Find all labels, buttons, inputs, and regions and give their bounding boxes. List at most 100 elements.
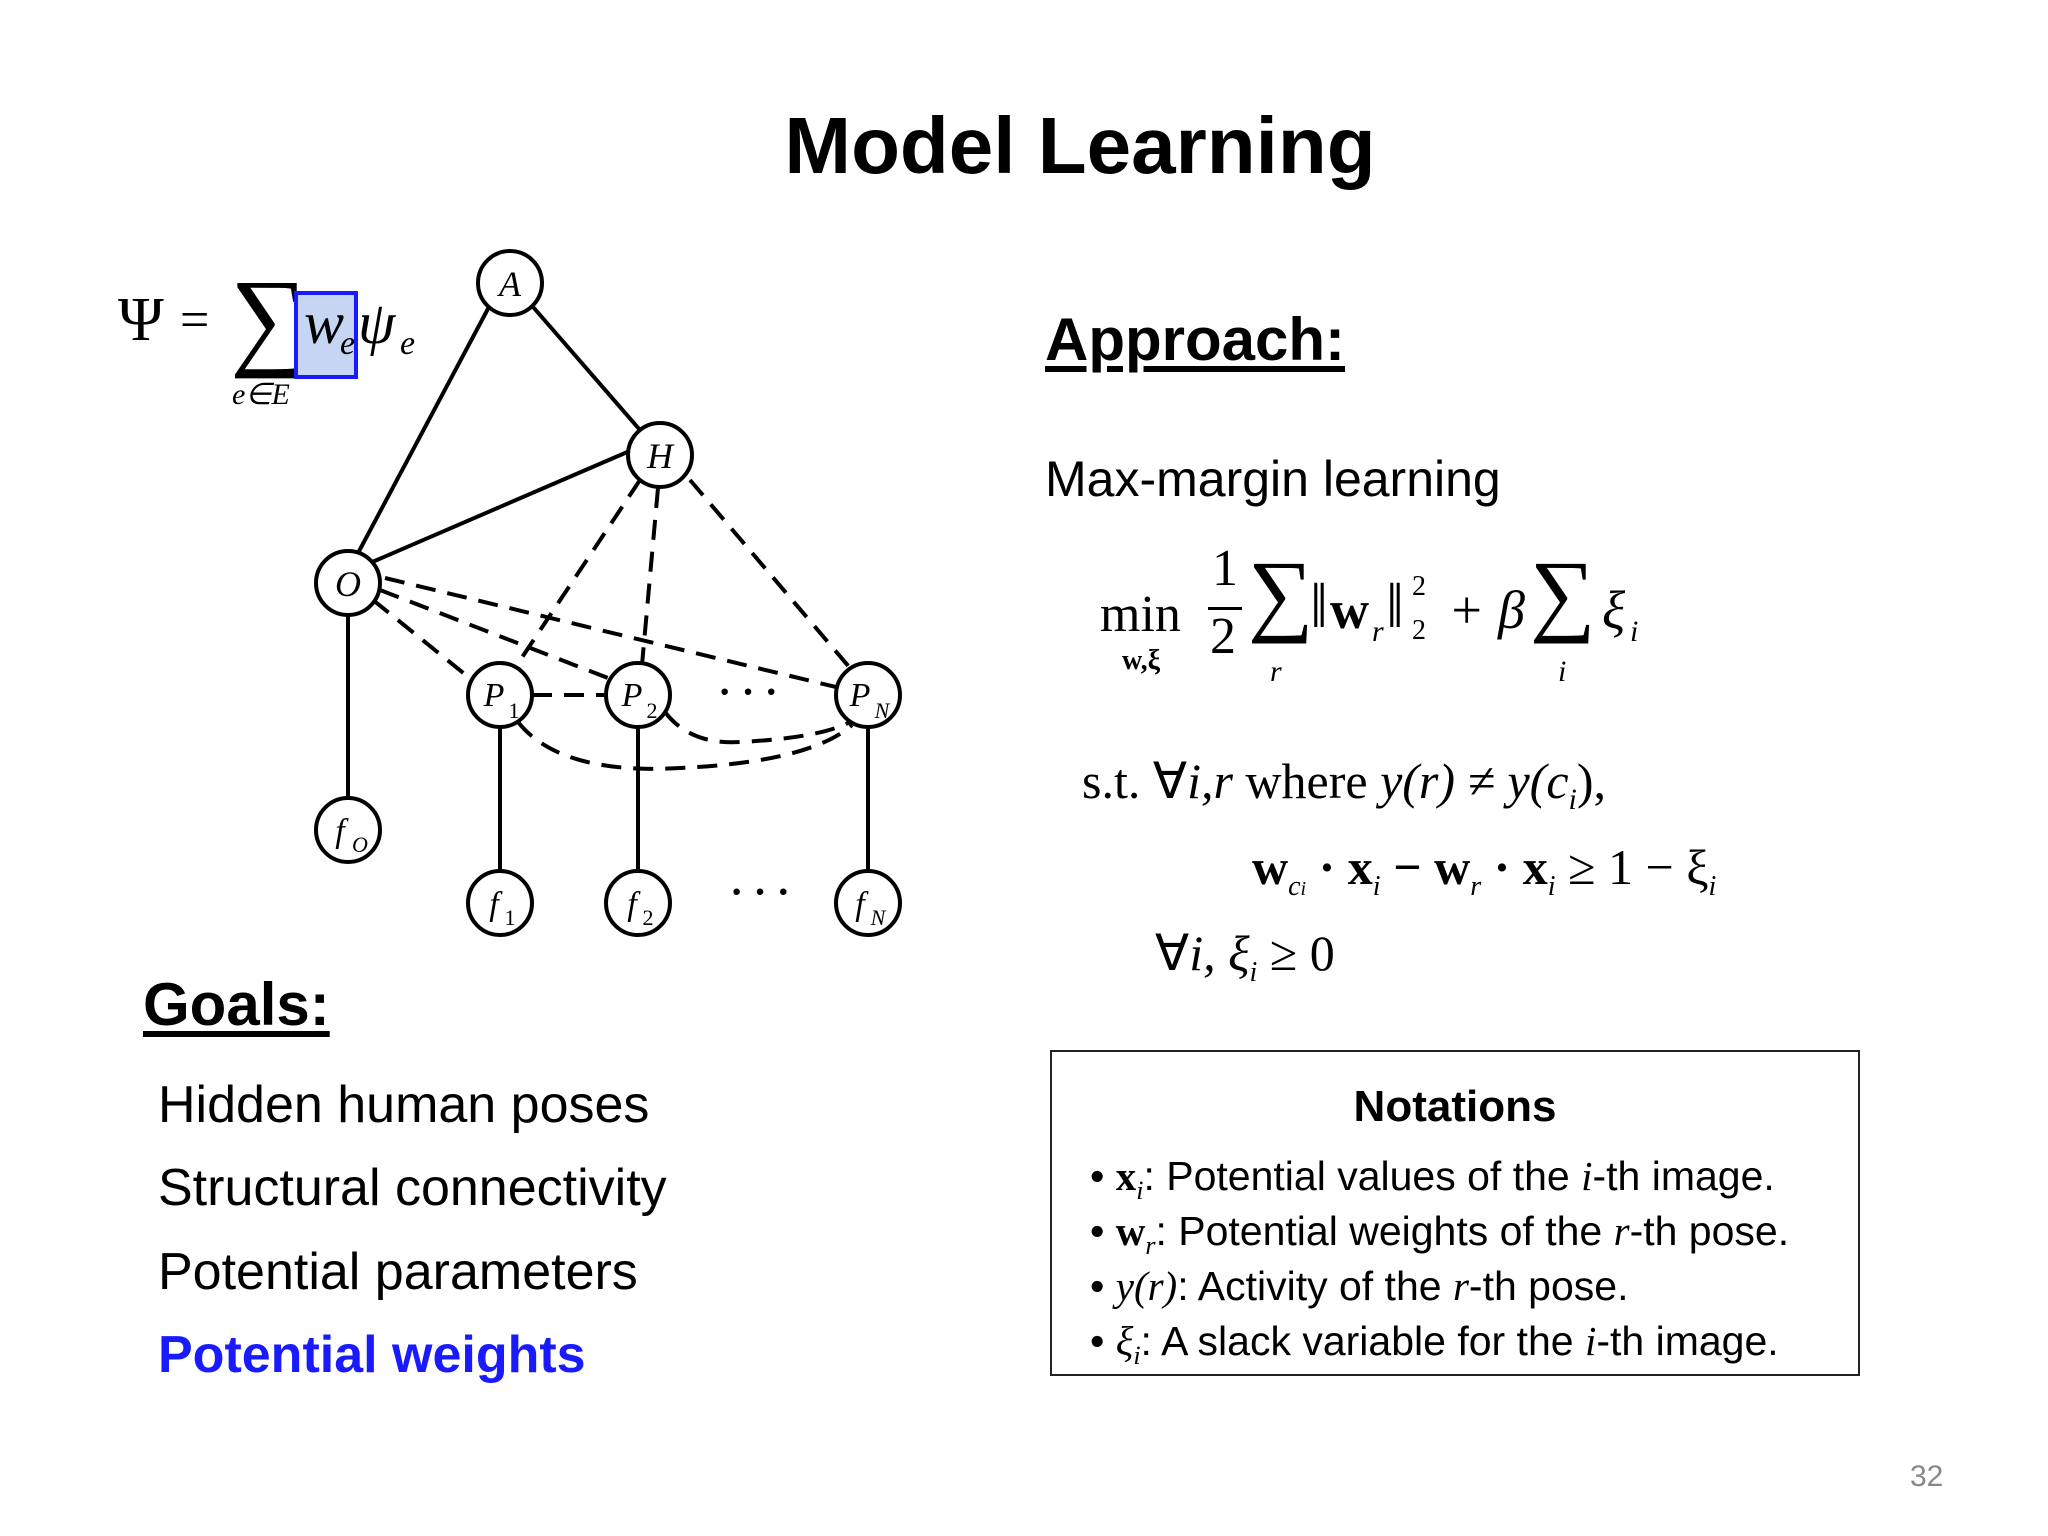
node-f2-circle xyxy=(604,869,672,937)
psi-small: ψ xyxy=(358,290,396,356)
weight-w: w xyxy=(304,290,345,356)
norm-w-sub: r xyxy=(1372,615,1384,648)
objective-formula: min w,ξ 1 2 ∑ r ‖ w r ‖ 2 2 + β ∑ i ξ i xyxy=(1100,540,1660,705)
graphical-model-diagram: A H O P 1 P 2 P N f O f 1 f 2 f N · · · … xyxy=(314,249,902,937)
potential-formula: Ψ = ∑ w e ψ e e∈E xyxy=(118,263,438,415)
node-P1-sub: 1 xyxy=(509,698,520,723)
notation-sub: i xyxy=(1136,1176,1144,1206)
c2-w1-subsub: i xyxy=(1300,878,1307,900)
notation-end: -th pose. xyxy=(1629,1208,1790,1254)
node-fO-circle xyxy=(314,796,382,864)
edge-H-P2-dashed xyxy=(640,487,660,666)
constraint-1: s.t. ∀i,r where y(r) ≠ y(ci), xyxy=(1082,752,1606,817)
node-P2-circle xyxy=(604,661,672,729)
edge-O-PN-dashed xyxy=(384,576,841,690)
xi-symbol: ξ xyxy=(1602,580,1626,640)
equals-sign: = xyxy=(180,292,210,349)
c2-dot-x1: · x xyxy=(1306,839,1373,895)
norm-open: ‖ xyxy=(1310,570,1328,641)
weight-w-sub: e xyxy=(340,325,356,362)
notation-end: -th pose. xyxy=(1468,1263,1629,1309)
node-P1-label: P xyxy=(483,677,505,714)
c3-i-xi: i, ξ xyxy=(1189,925,1250,981)
node-A-label: A xyxy=(497,264,522,304)
node-O-label: O xyxy=(335,564,361,604)
c3-forall: ∀ xyxy=(1155,925,1190,981)
min-operator: min xyxy=(1100,586,1181,643)
bullet: • xyxy=(1090,1263,1116,1309)
norm-w: w xyxy=(1330,580,1369,640)
ellipsis-f: · · · xyxy=(730,869,790,914)
ellipsis-P: · · · xyxy=(718,669,778,714)
c2-minus-w2: − w xyxy=(1380,839,1471,895)
norm-superscript: 2 xyxy=(1412,571,1426,602)
notation-var: r xyxy=(1452,1263,1469,1309)
c2-rhs: ≥ 1 − ξ xyxy=(1555,839,1709,895)
constraint-1-end: ), xyxy=(1576,753,1607,809)
node-fO-sub: O xyxy=(352,832,368,857)
node-f1-circle xyxy=(466,869,534,937)
node-fN-sub: N xyxy=(870,905,887,930)
node-P2-sub: 2 xyxy=(647,698,658,723)
goal-item-4-highlighted: Potential weights xyxy=(158,1326,586,1384)
fraction-numerator: 1 xyxy=(1212,540,1238,597)
c3-rhs: ≥ 0 xyxy=(1257,925,1335,981)
edge-A-H xyxy=(525,298,642,432)
goal-item-3: Potential parameters xyxy=(158,1243,638,1301)
sum-subscript: e∈E xyxy=(232,378,290,411)
notation-text: : Potential values of the xyxy=(1143,1153,1582,1199)
node-P2-label: P xyxy=(621,677,643,714)
goal-item-2: Structural connectivity xyxy=(158,1159,667,1217)
goal-item-1: Hidden human poses xyxy=(158,1076,650,1134)
approach-method: Max-margin learning xyxy=(1045,451,1501,507)
norm-subscript: 2 xyxy=(1412,615,1426,646)
xi-subscript: i xyxy=(1630,615,1639,648)
node-f2-sub: 2 xyxy=(643,905,654,930)
edge-H-P1-dashed xyxy=(513,478,642,670)
node-PN-circle xyxy=(834,661,902,729)
notation-item: • y(r): Activity of the r-th pose. xyxy=(1090,1262,1628,1310)
min-subscript: w,ξ xyxy=(1122,645,1161,676)
node-H-circle xyxy=(626,421,694,489)
c2-dot-x2: · x xyxy=(1481,839,1548,895)
fraction-denominator: 2 xyxy=(1210,608,1236,665)
page-number: 32 xyxy=(1910,1460,1944,1493)
sum-r-subscript: r xyxy=(1270,655,1282,688)
slide-title: Model Learning xyxy=(784,101,1376,190)
goals-heading: Goals: xyxy=(143,971,330,1038)
notation-end: -th image. xyxy=(1592,1153,1775,1199)
notation-var: r xyxy=(1613,1208,1630,1254)
notations-title: Notations xyxy=(1353,1082,1557,1131)
notation-var: i xyxy=(1584,1318,1597,1364)
node-P1-circle xyxy=(466,661,534,729)
weight-highlight-box xyxy=(294,291,358,379)
c2-x2-sub: i xyxy=(1547,871,1556,902)
edge-P1-PN-dashed xyxy=(516,720,854,771)
c2-x1-sub: i xyxy=(1372,871,1381,902)
bullet: • xyxy=(1090,1208,1116,1254)
bullet: • xyxy=(1090,1153,1116,1199)
c2-w1-sub: c xyxy=(1288,871,1301,902)
constraint-1-vars: i,r xyxy=(1187,753,1233,809)
notation-symbol: ξ xyxy=(1115,1318,1134,1364)
approach-heading: Approach: xyxy=(1045,306,1345,373)
bullet: • xyxy=(1090,1318,1116,1364)
notation-symbol: x xyxy=(1115,1153,1137,1199)
node-PN-label: P xyxy=(849,677,871,714)
constraint-1-prefix: s.t. ∀ xyxy=(1082,753,1188,809)
notation-symbol: w xyxy=(1115,1208,1146,1254)
sum-r-symbol: ∑ xyxy=(1248,542,1314,644)
notation-symbol: y(r) xyxy=(1115,1263,1178,1309)
c2-rhs-sub: i xyxy=(1708,871,1717,902)
node-A-circle xyxy=(476,249,544,317)
notation-sub: r xyxy=(1145,1231,1156,1261)
notation-end: -th image. xyxy=(1596,1318,1779,1364)
node-fN-circle xyxy=(834,869,902,937)
edge-A-O xyxy=(355,304,492,556)
node-O-circle xyxy=(314,549,382,617)
norm-close: ‖ xyxy=(1386,570,1404,641)
psi-small-sub: e xyxy=(400,325,416,362)
node-f1-sub: 1 xyxy=(505,905,516,930)
notation-item: • xi: Potential values of the i-th image… xyxy=(1090,1152,1775,1206)
plus-beta: + β xyxy=(1448,580,1525,640)
